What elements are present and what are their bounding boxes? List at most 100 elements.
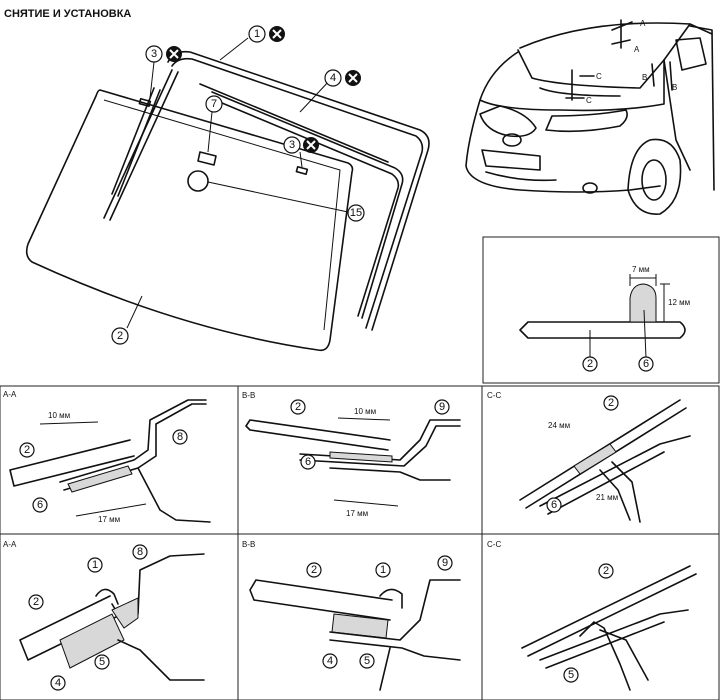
section-label-aa-lower: A-A (3, 540, 17, 549)
clip-left (138, 97, 152, 107)
svg-text:4: 4 (330, 72, 336, 84)
windshield-exploded-view: 1 3 4 3 (25, 25, 430, 352)
callout-4-aa: 4 (50, 675, 66, 691)
svg-text:9: 9 (442, 557, 448, 569)
svg-text:2: 2 (33, 596, 39, 608)
callout-1-bb: 1 (375, 562, 391, 578)
callout-6-detail: 6 (638, 356, 654, 372)
dim-cc-right: 21 мм (596, 493, 618, 502)
section-cc-lower: C-C 2 5 (481, 533, 720, 700)
svg-text:6: 6 (305, 456, 311, 468)
svg-text:3: 3 (289, 139, 295, 151)
section-cc-upper: C-C 24 мм 21 мм 2 6 (481, 385, 720, 535)
page-title: СНЯТИЕ И УСТАНОВКА (4, 8, 131, 20)
callout-4-bb: 4 (322, 653, 338, 669)
callout-2-aa: 2 (19, 442, 35, 458)
section-label-bb: B-B (242, 391, 255, 400)
mirror-base (197, 151, 217, 166)
section-aa-lower: A-A 1 2 4 5 8 (0, 533, 239, 700)
section-bb-upper: B-B 10 мм 17 мм 2 6 9 (237, 385, 483, 535)
callout-6-aa: 6 (32, 497, 48, 513)
callout-2-cc-lower: 2 (598, 563, 614, 579)
callout-8-aa: 8 (172, 429, 188, 445)
dim-aa-top: 10 мм (48, 411, 70, 420)
callout-2-cc: 2 (603, 395, 619, 411)
callout-5-bb: 5 (359, 653, 375, 669)
callout-1: 1 (248, 25, 266, 43)
remove-icon-4 (345, 70, 361, 86)
callout-2-bb: 2 (290, 399, 306, 415)
section-label-cc: C-C (487, 391, 501, 400)
marker-c-top: C (596, 72, 602, 81)
svg-text:3: 3 (151, 48, 157, 60)
svg-text:2: 2 (603, 565, 609, 577)
callout-6-cc: 6 (546, 497, 562, 513)
marker-a-bottom: A (634, 45, 640, 54)
section-bb-lower: B-B 1 2 4 5 9 (237, 533, 483, 700)
svg-text:2: 2 (295, 401, 301, 413)
marker-c-bottom: C (586, 96, 592, 105)
svg-text:1: 1 (254, 28, 260, 40)
dim-cc-left: 24 мм (548, 421, 570, 430)
svg-text:7: 7 (211, 98, 217, 110)
svg-text:5: 5 (99, 656, 105, 668)
svg-text:5: 5 (568, 669, 574, 681)
dim-width: 7 мм (632, 265, 650, 274)
callout-7: 7 (205, 95, 223, 113)
callout-9-bb: 9 (434, 399, 450, 415)
dim-height: 12 мм (668, 298, 690, 307)
remove-icon-1 (269, 26, 285, 42)
svg-text:2: 2 (311, 564, 317, 576)
svg-text:1: 1 (380, 564, 386, 576)
svg-text:1: 1 (92, 559, 98, 571)
callout-2-detail: 2 (582, 356, 598, 372)
sealant-detail: 7 мм 12 мм 2 6 (482, 236, 720, 384)
svg-text:2: 2 (117, 330, 123, 342)
callout-1-aa: 1 (87, 557, 103, 573)
svg-text:4: 4 (55, 677, 61, 689)
section-label-aa: A-A (3, 390, 17, 399)
svg-text:15: 15 (350, 207, 362, 219)
callout-15: 15 (347, 204, 365, 222)
callout-3-center: 3 (283, 136, 301, 154)
callout-8-aa-lower: 8 (132, 544, 148, 560)
callout-5-aa: 5 (94, 654, 110, 670)
svg-text:8: 8 (177, 431, 183, 443)
marker-b-right: B (672, 83, 677, 92)
remove-icon-3-center (303, 137, 319, 153)
svg-text:6: 6 (643, 358, 649, 370)
callout-6-bb: 6 (300, 454, 316, 470)
car-view: A A B B C C (465, 19, 715, 215)
dim-bb-bottom: 17 мм (346, 509, 368, 518)
callout-2-glass: 2 (111, 327, 129, 345)
rain-sensor (187, 170, 209, 192)
dim-aa-bottom: 17 мм (98, 515, 120, 524)
svg-text:2: 2 (587, 358, 593, 370)
svg-text:2: 2 (24, 444, 30, 456)
svg-text:9: 9 (439, 401, 445, 413)
svg-text:8: 8 (137, 546, 143, 558)
remove-icon-3-left (166, 46, 182, 62)
callout-5-cc: 5 (563, 667, 579, 683)
marker-b-left: B (642, 73, 647, 82)
molding-left (109, 71, 179, 221)
svg-text:6: 6 (551, 499, 557, 511)
svg-text:5: 5 (364, 655, 370, 667)
section-label-bb-lower: B-B (242, 540, 255, 549)
svg-text:2: 2 (608, 397, 614, 409)
molding-top (167, 50, 430, 331)
svg-text:4: 4 (327, 655, 333, 667)
callout-2-aa-lower: 2 (28, 594, 44, 610)
callout-3-left: 3 (145, 45, 163, 63)
section-aa-upper: A-A 10 мм 17 мм 2 6 8 (0, 385, 239, 535)
marker-a-top: A (640, 19, 646, 28)
callout-2-bb-lower: 2 (306, 562, 322, 578)
callout-9-bb-lower: 9 (437, 555, 453, 571)
dim-bb-top: 10 мм (354, 407, 376, 416)
svg-text:6: 6 (37, 499, 43, 511)
section-label-cc-lower: C-C (487, 540, 501, 549)
molding-strip (211, 91, 404, 319)
callout-4: 4 (324, 69, 342, 87)
windshield-glass (25, 89, 354, 352)
